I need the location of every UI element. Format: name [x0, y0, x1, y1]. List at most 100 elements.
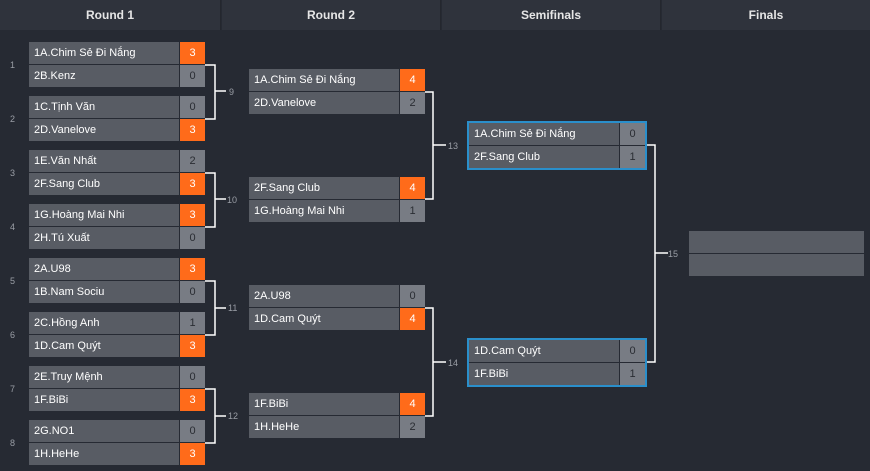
- match-11[interactable]: 2A.U98 0 1D.Cam Quýt 4: [249, 285, 425, 330]
- team-slot[interactable]: 1C.Tịnh Văn 0: [29, 96, 205, 118]
- team-name: 1D.Cam Quýt: [249, 308, 399, 330]
- match-4[interactable]: 1G.Hoàng Mai Nhi 3 2H.Tú Xuất 0: [29, 204, 205, 249]
- team-slot[interactable]: 1H.HeHe 3: [29, 443, 205, 465]
- team-name: 1A.Chim Sẻ Đi Nắng: [29, 42, 179, 64]
- team-name: 2E.Truy Mệnh: [29, 366, 179, 388]
- team-name: 1F.BiBi: [469, 363, 619, 385]
- semifinals-header: Semifinals: [442, 0, 661, 30]
- empty-team-slot[interactable]: [689, 254, 864, 276]
- finals-header: Finals: [662, 0, 870, 30]
- team-name: 1D.Cam Quýt: [29, 335, 179, 357]
- match-14[interactable]: 1D.Cam Quýt 0 1F.BiBi 1: [467, 338, 647, 387]
- team-slot[interactable]: 2D.Vanelove 2: [249, 92, 425, 114]
- match-number: 6: [10, 330, 16, 340]
- match-number: 11: [228, 303, 238, 313]
- team-slot[interactable]: 2F.Sang Club 1: [469, 146, 645, 168]
- match-15[interactable]: [689, 231, 864, 276]
- match-number: 4: [10, 222, 16, 232]
- team-name: 1G.Hoàng Mai Nhi: [29, 204, 179, 226]
- match-number: 5: [10, 276, 16, 286]
- team-name: 1F.BiBi: [249, 393, 399, 415]
- team-score: 0: [180, 281, 205, 303]
- match-number: 15: [668, 249, 679, 259]
- team-score: 1: [620, 363, 645, 385]
- team-slot[interactable]: 1G.Hoàng Mai Nhi 3: [29, 204, 205, 226]
- team-name: 1H.HeHe: [249, 416, 399, 438]
- team-slot[interactable]: 2D.Vanelove 3: [29, 119, 205, 141]
- match-number: 10: [227, 195, 238, 205]
- match-9[interactable]: 1A.Chim Sẻ Đi Nắng 4 2D.Vanelove 2: [249, 69, 425, 114]
- team-slot[interactable]: 1F.BiBi 1: [469, 363, 645, 385]
- team-score: 1: [620, 146, 645, 168]
- match-5[interactable]: 2A.U98 3 1B.Nam Sociu 0: [29, 258, 205, 303]
- team-name: 2D.Vanelove: [249, 92, 399, 114]
- match-number: 7: [10, 384, 16, 394]
- match-number: 12: [228, 411, 239, 421]
- team-slot[interactable]: 1B.Nam Sociu 0: [29, 281, 205, 303]
- team-slot[interactable]: 1A.Chim Sẻ Đi Nắng 3: [29, 42, 205, 64]
- team-score: 1: [180, 312, 205, 334]
- team-name: 2G.NO1: [29, 420, 179, 442]
- team-name: 1C.Tịnh Văn: [29, 96, 179, 118]
- team-slot[interactable]: 1E.Văn Nhất 2: [29, 150, 205, 172]
- team-name: 2F.Sang Club: [29, 173, 179, 195]
- team-slot[interactable]: 2F.Sang Club 3: [29, 173, 205, 195]
- team-score: 0: [620, 123, 645, 145]
- match-12[interactable]: 1F.BiBi 4 1H.HeHe 2: [249, 393, 425, 438]
- team-name: 2D.Vanelove: [29, 119, 179, 141]
- rounds-header: Round 1 Round 2 Semifinals Finals: [0, 0, 870, 30]
- team-score: 0: [400, 285, 425, 307]
- empty-team-slot[interactable]: [689, 231, 864, 253]
- team-score: 0: [180, 227, 205, 249]
- team-slot[interactable]: 2F.Sang Club 4: [249, 177, 425, 199]
- team-name: 2A.U98: [29, 258, 179, 280]
- team-slot[interactable]: 2C.Hồng Anh 1: [29, 312, 205, 334]
- team-name: 1A.Chim Sẻ Đi Nắng: [469, 123, 619, 145]
- match-number: 8: [10, 438, 16, 448]
- team-slot[interactable]: 2A.U98 3: [29, 258, 205, 280]
- match-2[interactable]: 1C.Tịnh Văn 0 2D.Vanelove 3: [29, 96, 205, 141]
- match-number: 14: [448, 358, 459, 368]
- match-number: 3: [10, 168, 16, 178]
- team-name: 1G.Hoàng Mai Nhi: [249, 200, 399, 222]
- team-name: 1B.Nam Sociu: [29, 281, 179, 303]
- team-score: 4: [400, 393, 425, 415]
- team-slot[interactable]: 2A.U98 0: [249, 285, 425, 307]
- match-10[interactable]: 2F.Sang Club 4 1G.Hoàng Mai Nhi 1: [249, 177, 425, 222]
- team-slot[interactable]: 2G.NO1 0: [29, 420, 205, 442]
- team-slot[interactable]: 1A.Chim Sẻ Đi Nắng 4: [249, 69, 425, 91]
- team-slot[interactable]: 2E.Truy Mệnh 0: [29, 366, 205, 388]
- match-13[interactable]: 1A.Chim Sẻ Đi Nắng 0 2F.Sang Club 1: [467, 121, 647, 170]
- match-1[interactable]: 1A.Chim Sẻ Đi Nắng 3 2B.Kenz 0: [29, 42, 205, 87]
- team-slot[interactable]: 1H.HeHe 2: [249, 416, 425, 438]
- team-score: 4: [400, 308, 425, 330]
- team-slot[interactable]: 1D.Cam Quýt 4: [249, 308, 425, 330]
- team-slot[interactable]: 1A.Chim Sẻ Đi Nắng 0: [469, 123, 645, 145]
- team-name: 2A.U98: [249, 285, 399, 307]
- team-name: 1F.BiBi: [29, 389, 179, 411]
- team-score: 3: [180, 119, 205, 141]
- match-number: 9: [229, 87, 235, 97]
- team-score: 0: [180, 96, 205, 118]
- team-name: 1D.Cam Quýt: [469, 340, 619, 362]
- team-name: 1H.HeHe: [29, 443, 179, 465]
- match-7[interactable]: 2E.Truy Mệnh 0 1F.BiBi 3: [29, 366, 205, 411]
- team-slot[interactable]: 1F.BiBi 3: [29, 389, 205, 411]
- match-number: 1: [10, 60, 16, 70]
- match-number: 13: [448, 141, 459, 151]
- team-slot[interactable]: 1D.Cam Quýt 0: [469, 340, 645, 362]
- team-score: 4: [400, 177, 425, 199]
- match-6[interactable]: 2C.Hồng Anh 1 1D.Cam Quýt 3: [29, 312, 205, 357]
- team-name: 2F.Sang Club: [469, 146, 619, 168]
- round-2-header: Round 2: [222, 0, 441, 30]
- team-slot[interactable]: 2H.Tú Xuất 0: [29, 227, 205, 249]
- team-slot[interactable]: 1D.Cam Quýt 3: [29, 335, 205, 357]
- team-score: 3: [180, 258, 205, 280]
- match-3[interactable]: 1E.Văn Nhất 2 2F.Sang Club 3: [29, 150, 205, 195]
- team-score: 0: [620, 340, 645, 362]
- team-score: 2: [400, 416, 425, 438]
- match-8[interactable]: 2G.NO1 0 1H.HeHe 3: [29, 420, 205, 465]
- team-slot[interactable]: 1F.BiBi 4: [249, 393, 425, 415]
- team-slot[interactable]: 1G.Hoàng Mai Nhi 1: [249, 200, 425, 222]
- team-slot[interactable]: 2B.Kenz 0: [29, 65, 205, 87]
